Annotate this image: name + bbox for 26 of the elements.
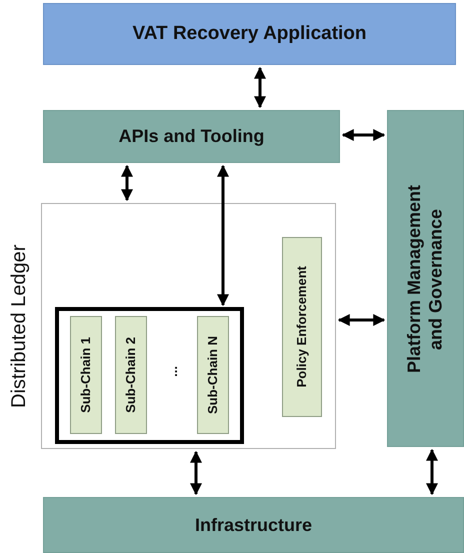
- layer-box: [43, 110, 340, 163]
- layer-box: [387, 110, 464, 447]
- double-arrow: [121, 164, 133, 202]
- layer-box: [43, 497, 464, 553]
- double-arrow: [190, 450, 202, 496]
- vertical-label: Sub-Chain 2: [123, 337, 139, 413]
- vertical-label: Policy Enforcement: [294, 266, 310, 388]
- sub-chain-container: [55, 307, 244, 444]
- application-box: [43, 3, 456, 65]
- sub-chain-box: [197, 316, 229, 434]
- sub-chain-box: [70, 316, 102, 434]
- box-label: Infrastructure: [194, 514, 312, 536]
- box-label: APIs and Tooling: [118, 126, 264, 147]
- vertical-label: Sub-Chain 1: [78, 337, 94, 413]
- double-arrow: [426, 448, 438, 496]
- policy-box: [282, 237, 322, 417]
- ellipsis-text: ...: [165, 366, 181, 377]
- box-label: VAT Recovery Application: [132, 23, 367, 45]
- double-arrow: [254, 66, 266, 108]
- double-arrow: [342, 129, 386, 141]
- vertical-label: Platform Management and Governance: [404, 183, 446, 375]
- vertical-label: Sub-Chain N: [205, 336, 221, 414]
- sub-chain-box: [115, 316, 147, 434]
- ledger-heading: Distributed Ledger: [7, 243, 31, 410]
- double-arrow: [338, 314, 386, 326]
- double-arrow: [217, 164, 229, 306]
